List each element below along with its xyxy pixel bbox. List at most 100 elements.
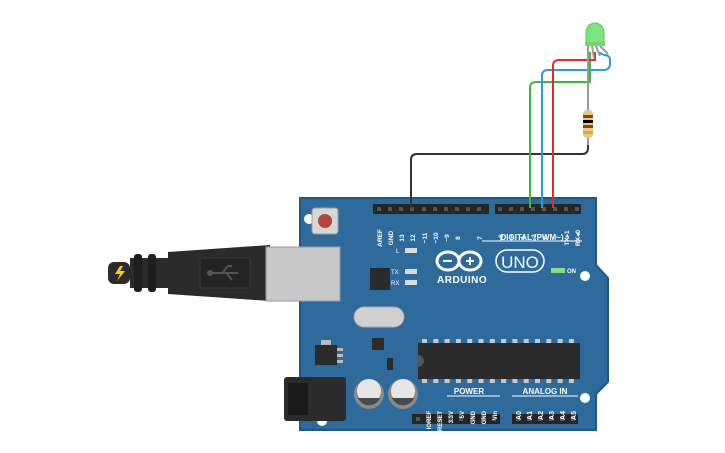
analog-pin-label: A4 [560, 411, 567, 420]
power-header-label: POWER [454, 387, 484, 396]
led-label-tx: TX [391, 270, 399, 276]
pin-label: ~11 [422, 232, 429, 243]
capacitors [354, 379, 418, 409]
header-pin [571, 417, 575, 421]
chip-pin [489, 339, 495, 343]
chip-pin [489, 379, 495, 383]
status-leds: L TX RX [391, 248, 417, 287]
chip-pin [523, 339, 529, 343]
chip-pin [455, 379, 461, 383]
chip-pin [568, 339, 574, 343]
brand-text: ARDUINO [437, 275, 487, 286]
power-pin-labels: IOREF RESET 3.3V 5V GND GND Vin [427, 410, 499, 431]
pin-label: ~9 [444, 234, 451, 242]
chip-pin [467, 339, 473, 343]
chip-pin [546, 339, 552, 343]
pin-label: ~6 [498, 234, 505, 242]
wire-gnd [410, 140, 589, 208]
crystal-oscillator [353, 306, 405, 328]
power-led: ON [551, 268, 576, 275]
voltage-regulator [315, 340, 343, 365]
usb-cable[interactable] [108, 245, 270, 301]
power-pin-label: IOREF [427, 411, 433, 430]
power-jack [284, 377, 346, 421]
header-pin [448, 417, 452, 421]
usb-icon [207, 265, 238, 281]
model-badge [495, 249, 545, 273]
header-pin [527, 417, 531, 421]
chip-pin [422, 339, 427, 343]
pin-label: 8 [455, 236, 462, 240]
led-label-rx: RX [391, 281, 399, 287]
pin-label: ~5 [509, 234, 516, 242]
digital-header-label: DIGITAL (PWM~) [500, 233, 563, 242]
wire-pin-2 [552, 52, 596, 208]
chip-pin [512, 379, 518, 383]
pin-label: 2 [542, 236, 549, 240]
header-pin [481, 417, 485, 421]
chip-pin [546, 379, 552, 383]
arduino-logo: ARDUINO [435, 250, 487, 286]
chip-pin [557, 339, 563, 343]
pin-label: RX◂0 [575, 230, 582, 246]
power-pin-label: GND [471, 410, 477, 424]
header-pin [516, 417, 520, 421]
chip-pin [422, 379, 427, 383]
chip-pin [501, 379, 507, 383]
digital-header[interactable] [373, 204, 581, 214]
rgb-led[interactable] [585, 22, 609, 59]
analog-pin-label: A0 [516, 411, 523, 420]
pin-label: 13 [399, 234, 406, 242]
wire-pin-6 [529, 52, 591, 208]
on-label: ON [567, 269, 576, 275]
power-header[interactable] [412, 414, 500, 424]
chip-pin [535, 339, 540, 343]
wires[interactable] [410, 51, 611, 208]
chip-pin [557, 379, 563, 383]
chip-pin [433, 339, 439, 343]
power-pin-label: Vin [493, 411, 499, 421]
chip-pin [444, 379, 450, 383]
mounting-hole [580, 393, 590, 403]
led-label-l: L [396, 249, 400, 255]
pin-label: 12 [410, 234, 417, 242]
power-pin-label: GND [482, 410, 488, 424]
pin-label: TX▸1 [564, 230, 571, 246]
chip-pin [478, 339, 484, 343]
mounting-hole [580, 271, 590, 281]
analog-header-label: ANALOG IN [523, 387, 568, 396]
header-pin [549, 417, 553, 421]
power-pin-label: RESET [438, 411, 444, 431]
chip-pin [568, 379, 574, 383]
header-pin [416, 417, 420, 421]
chip-pin [512, 339, 518, 343]
usb-interface-chip [370, 268, 390, 290]
pin-label: 7 [477, 236, 484, 240]
wire-pin-3 [541, 51, 611, 208]
power-pin-label: 5V [460, 411, 466, 418]
analog-pin-label: A1 [527, 411, 534, 420]
chip-pin [523, 379, 529, 383]
pin-label: ~3 [531, 234, 538, 242]
chip-pin [478, 379, 484, 383]
analog-pin-label: A5 [571, 411, 578, 420]
header-pin [470, 417, 474, 421]
analog-header[interactable] [512, 414, 578, 424]
chip-pin [501, 339, 507, 343]
lightning-icon [115, 266, 125, 281]
power-pin-label: 3.3V [449, 411, 455, 423]
chip-pin [455, 339, 461, 343]
small-chip [372, 338, 384, 350]
header-pin [437, 417, 441, 421]
resistor[interactable] [583, 52, 593, 145]
chip-pin [444, 339, 450, 343]
chip-pin [535, 379, 540, 383]
chip-pin [467, 379, 473, 383]
header-pin [426, 417, 430, 421]
pin-label: GND [388, 230, 395, 245]
pin-label: 4 [520, 236, 527, 240]
header-pin [560, 417, 564, 421]
model-text: UNO [501, 253, 539, 272]
